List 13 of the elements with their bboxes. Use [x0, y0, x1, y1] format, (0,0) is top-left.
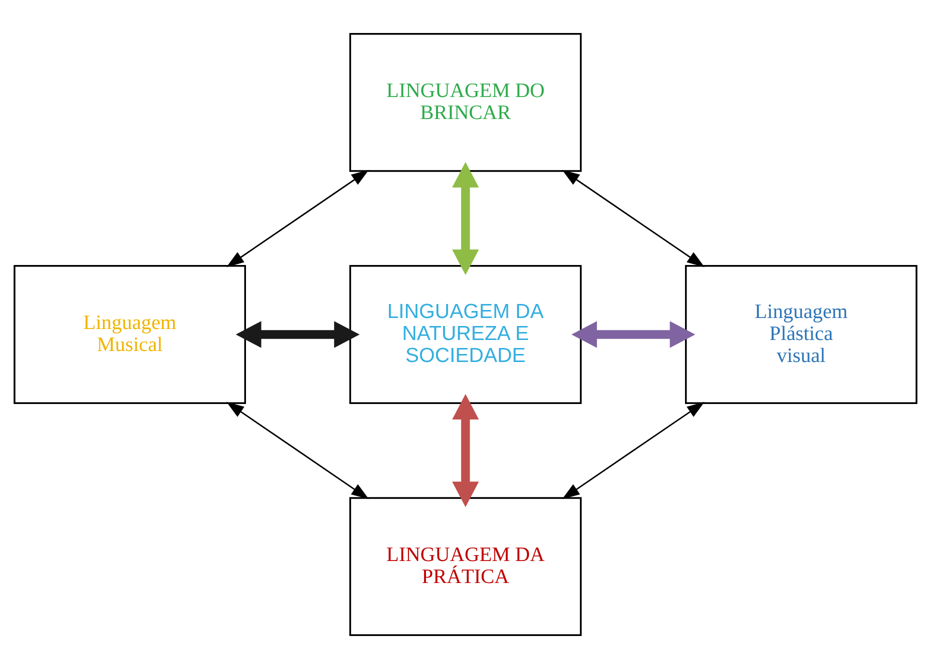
arrow	[236, 320, 360, 348]
arrow	[562, 401, 705, 499]
node-box: LINGUAGEM DA PRÁTICA	[349, 496, 582, 636]
node-box: Linguagem Plástica visual	[685, 264, 918, 404]
node-box: LINGUAGEM DA NATUREZA E SOCIEDADE	[349, 264, 582, 404]
arrow	[571, 320, 696, 348]
arrow	[562, 169, 705, 267]
arrow	[226, 169, 369, 267]
arrow	[452, 394, 479, 507]
node-box: Linguagem Musical	[14, 264, 246, 404]
arrow	[226, 401, 369, 499]
arrow	[452, 162, 479, 275]
node-box: LINGUAGEM DO BRINCAR	[349, 32, 582, 172]
